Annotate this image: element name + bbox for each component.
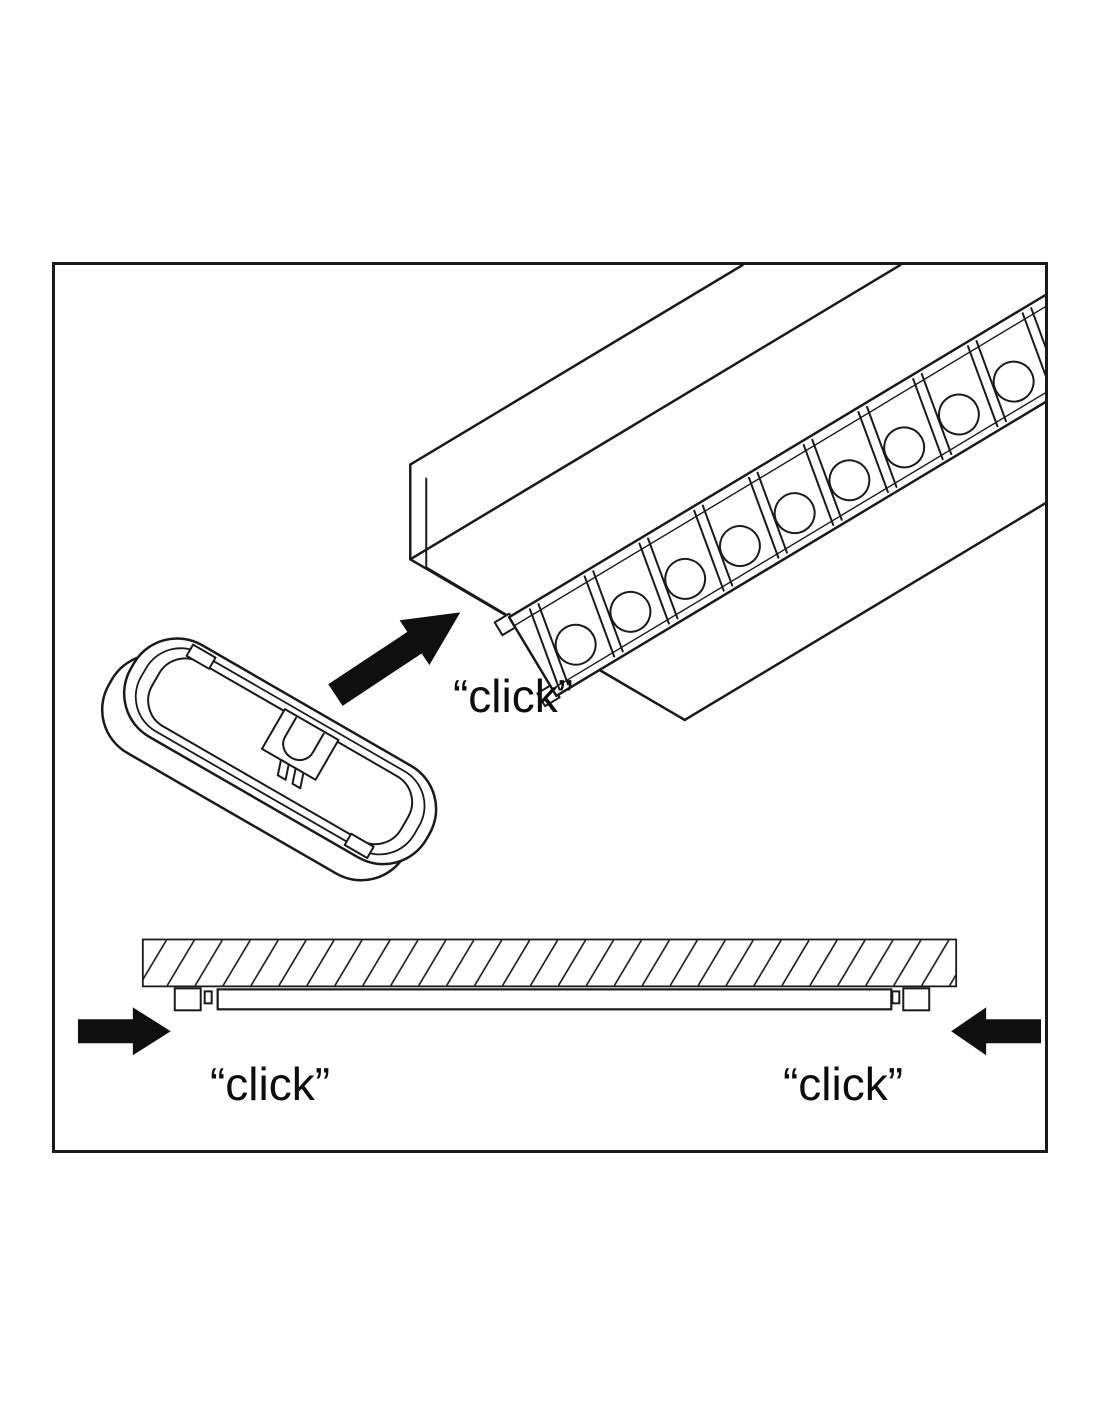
insert-arrow-icon [328,612,461,706]
end-cap-clip-slot [282,716,325,762]
end-cap-tab-right [343,832,375,859]
click-label-bottom-right: “click” [782,1058,904,1110]
led-cells [554,360,1035,666]
louver-blades [528,265,1045,691]
diagram-frame: “click” “click” “click” [52,262,1048,1153]
end-cap-inner-rim [134,647,426,856]
ceiling-hatch [141,938,958,988]
end-clip-right [891,987,931,1012]
diagram-canvas [77,265,1045,1056]
cross-section-view [77,938,1042,1056]
luminaire-bar [216,988,893,1011]
louver-rims [513,265,1045,690]
end-cap [100,637,438,882]
louver-optic [493,265,1045,708]
profile-top-edge [409,265,744,466]
profile-bottom-edge [683,502,1045,722]
end-cap-tab-left [185,643,217,670]
profile-front-edge [409,265,902,561]
press-arrow-left-icon [77,1007,171,1056]
end-cap-clip-prongs [276,758,305,790]
press-arrow-right-icon [951,1007,1042,1056]
click-label-top: “click” [452,670,574,722]
end-clip-left [173,987,213,1012]
click-label-bottom-left: “click” [209,1058,331,1110]
